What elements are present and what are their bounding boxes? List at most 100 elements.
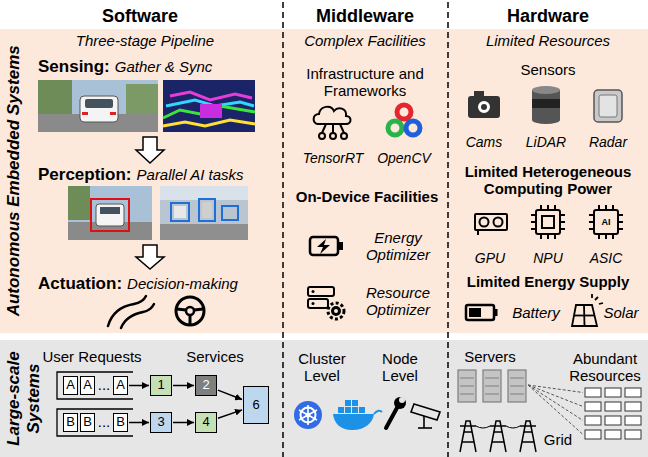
region-fill [0, 29, 648, 457]
detection-photo [68, 186, 90, 220]
steering-wheel-icon [194, 309, 203, 310]
flow-arrow [129, 385, 149, 387]
trajectory-icon [121, 304, 154, 328]
icon-label: Abundant Resources [565, 350, 645, 385]
docker-icon [352, 407, 358, 413]
opencv-logo [397, 105, 411, 119]
docker-icon [333, 400, 382, 430]
solar-icon [583, 305, 585, 326]
camera-icon [477, 100, 491, 114]
box-label: 3 [157, 415, 164, 429]
resource-grid [625, 402, 641, 411]
icon-label: Grid [544, 431, 572, 448]
icon-label: Solar [603, 304, 638, 321]
column-subtitle: Three-stage Pipeline [76, 32, 214, 49]
camera-icon [468, 96, 500, 118]
service-box: 2 [195, 375, 217, 396]
lidar-icon [532, 86, 560, 124]
resource-icon [331, 306, 341, 316]
camera-photo [82, 112, 88, 115]
docker-icon [338, 407, 344, 413]
request-queue [57, 372, 133, 436]
battery-icon [466, 305, 494, 320]
wrench-icon [394, 397, 406, 409]
resource-grid [625, 416, 641, 425]
resource-icon [308, 299, 328, 308]
power-pylon [460, 421, 536, 452]
resource-link [528, 385, 583, 435]
flow-arrow [129, 422, 149, 424]
tensorrt-icon [314, 107, 351, 124]
icon-label: Resource Optimizer [358, 284, 438, 319]
camera-icon [468, 91, 500, 118]
column-heading: Middleware [316, 6, 414, 27]
solar-icon [572, 294, 603, 326]
resource-grid [585, 388, 641, 439]
kubernetes-icon [294, 401, 322, 429]
detection-photo [68, 186, 152, 240]
resource-icon [312, 302, 315, 305]
stage-description: Gather & Sync [115, 58, 213, 75]
stage-name: Perception: [38, 165, 132, 185]
battery-icon [466, 305, 498, 320]
energy-icon [339, 242, 343, 250]
steering-wheel-icon [176, 297, 204, 325]
opencv-logo [388, 121, 402, 135]
icon-label: GPU [475, 250, 505, 266]
stage-name: Actuation: [38, 274, 122, 294]
ellipsis: ... [98, 376, 111, 393]
opencv-logo [388, 105, 420, 135]
server-rack-icon [460, 378, 524, 394]
wrench-icon [386, 406, 398, 428]
box-label: 4 [202, 415, 209, 429]
energy-icon [317, 239, 330, 254]
region-label: Large-scale Systems [3, 346, 42, 451]
steering-wheel-icon [189, 315, 192, 324]
camera-photo [80, 96, 118, 122]
npu-icon [536, 210, 560, 234]
detection-photo [68, 186, 152, 240]
request-box: B [63, 413, 78, 432]
flow-arrow [173, 385, 194, 387]
asic-icon [589, 205, 623, 239]
flow-block-arrow [136, 137, 164, 163]
box-label: B [66, 415, 75, 429]
request-box: A [113, 376, 128, 395]
ellipsis: ... [98, 413, 111, 430]
column-heading: Hardware [507, 6, 589, 27]
lidar-icon [532, 86, 560, 94]
wrench-icon [399, 397, 405, 403]
lidar-pointcloud [163, 80, 255, 132]
tensorrt-icon [322, 124, 326, 133]
group-heading: Limited Heterogeneous Computing Power [451, 163, 646, 198]
segmentation-photo [160, 224, 248, 240]
icon-label: NPU [533, 250, 563, 266]
resource-grid [585, 416, 601, 425]
power-pylon [460, 421, 476, 452]
column-heading: Software [102, 6, 178, 27]
tensorrt-icon [319, 133, 325, 139]
lidar-icon [532, 116, 560, 124]
gpu-icon [494, 218, 503, 227]
segmentation-photo [160, 186, 248, 200]
npu-icon [542, 216, 554, 228]
segmentation-photo [171, 199, 238, 221]
docker-icon [345, 400, 351, 406]
docker-icon [333, 414, 374, 430]
resource-grid [585, 388, 601, 397]
battery-icon [494, 309, 498, 316]
resource-icon [308, 287, 344, 319]
lidar-icon [532, 99, 560, 108]
kubernetes-icon [294, 401, 322, 429]
request-box: A [80, 376, 95, 395]
box-label: B [116, 415, 125, 429]
lidar-icon [532, 90, 560, 120]
region-fill [0, 29, 648, 333]
icon-label: Battery [512, 304, 560, 321]
service-box: 1 [150, 375, 172, 396]
wrench-icon [386, 397, 406, 428]
tensorrt-icon [330, 133, 336, 139]
camera-photo [38, 80, 158, 132]
steering-wheel-icon [177, 309, 186, 310]
